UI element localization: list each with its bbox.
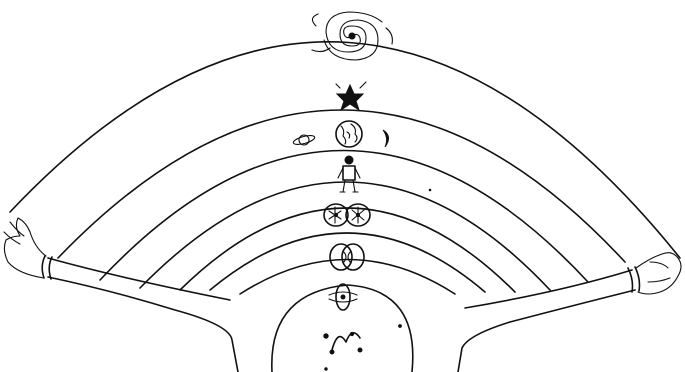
right-hand xyxy=(636,253,681,294)
arc-4 xyxy=(140,182,550,290)
atom-icon xyxy=(329,284,357,310)
particle-icon xyxy=(324,332,362,354)
arc-7 xyxy=(240,260,455,295)
left-arm xyxy=(48,258,230,300)
right-wrist-band xyxy=(628,267,640,292)
ink-specks xyxy=(325,189,431,370)
moon-icon xyxy=(383,130,389,147)
left-wrist-band xyxy=(42,256,52,279)
human-figure-icon xyxy=(338,156,360,192)
left-hand xyxy=(4,218,46,278)
star-icon xyxy=(336,82,366,110)
planets-row xyxy=(292,121,388,147)
arc-6 xyxy=(210,233,485,292)
dividing-cell-icon xyxy=(330,244,364,270)
earth-icon xyxy=(336,121,362,147)
saturn-icon xyxy=(292,134,315,146)
spiral-galaxy-icon xyxy=(312,12,392,60)
